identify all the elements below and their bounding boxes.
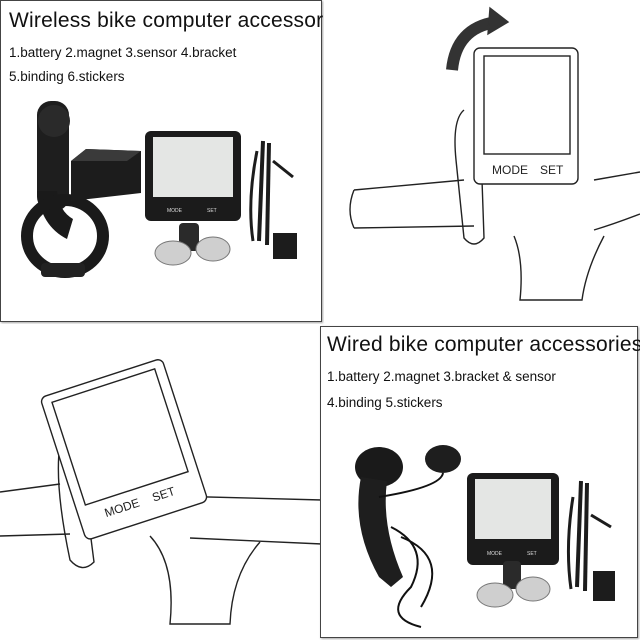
wired-parts-line-2: 4.binding 5.stickers — [327, 395, 443, 410]
sensor-box-image — [71, 149, 141, 201]
bracket-image — [21, 101, 109, 278]
device-set-label: SET — [207, 208, 217, 214]
magnet-image — [154, 223, 231, 266]
wireless-parts-line-1: 1.battery 2.magnet 3.sensor 4.bracket — [9, 45, 237, 60]
wireless-parts-line-2: 5.binding 6.stickers — [9, 69, 125, 84]
wired-magnet-image — [476, 561, 551, 608]
sketch-set-label: SET — [540, 163, 564, 177]
wireless-title: Wireless bike computer accessor — [9, 9, 324, 32]
wired-accessories-photo: MODE SET — [355, 445, 615, 628]
wireless-accessories-photo: MODE SET — [21, 101, 297, 278]
sketch-mode-label: MODE — [492, 163, 528, 177]
bike-computer-image: MODE SET — [145, 131, 241, 221]
wired-bike-computer-image: MODE SET — [467, 473, 559, 565]
tilted-sketch-panel: MODE SET — [0, 324, 323, 640]
wired-binding-ties-image — [566, 480, 615, 601]
tilted-sketch: MODE SET — [0, 359, 323, 625]
wired-title: Wired bike computer accessories — [327, 333, 640, 356]
wired-parts-line-1: 1.battery 2.magnet 3.bracket & sensor — [327, 369, 556, 384]
wireless-accessories-panel: Wireless bike computer accessor 1.batter… — [0, 0, 324, 322]
binding-ties-image — [249, 140, 297, 259]
wired-device-set-label: SET — [527, 551, 537, 557]
device-mode-label: MODE — [167, 208, 183, 214]
wired-accessories-panel: Wired bike computer accessories 1.batter… — [320, 326, 640, 638]
mounting-sketch-panel: MODE SET — [324, 0, 640, 322]
mounting-sketch: MODE SET — [349, 6, 640, 301]
wired-bracket-sensor-image — [355, 445, 461, 628]
wired-device-mode-label: MODE — [487, 551, 503, 557]
